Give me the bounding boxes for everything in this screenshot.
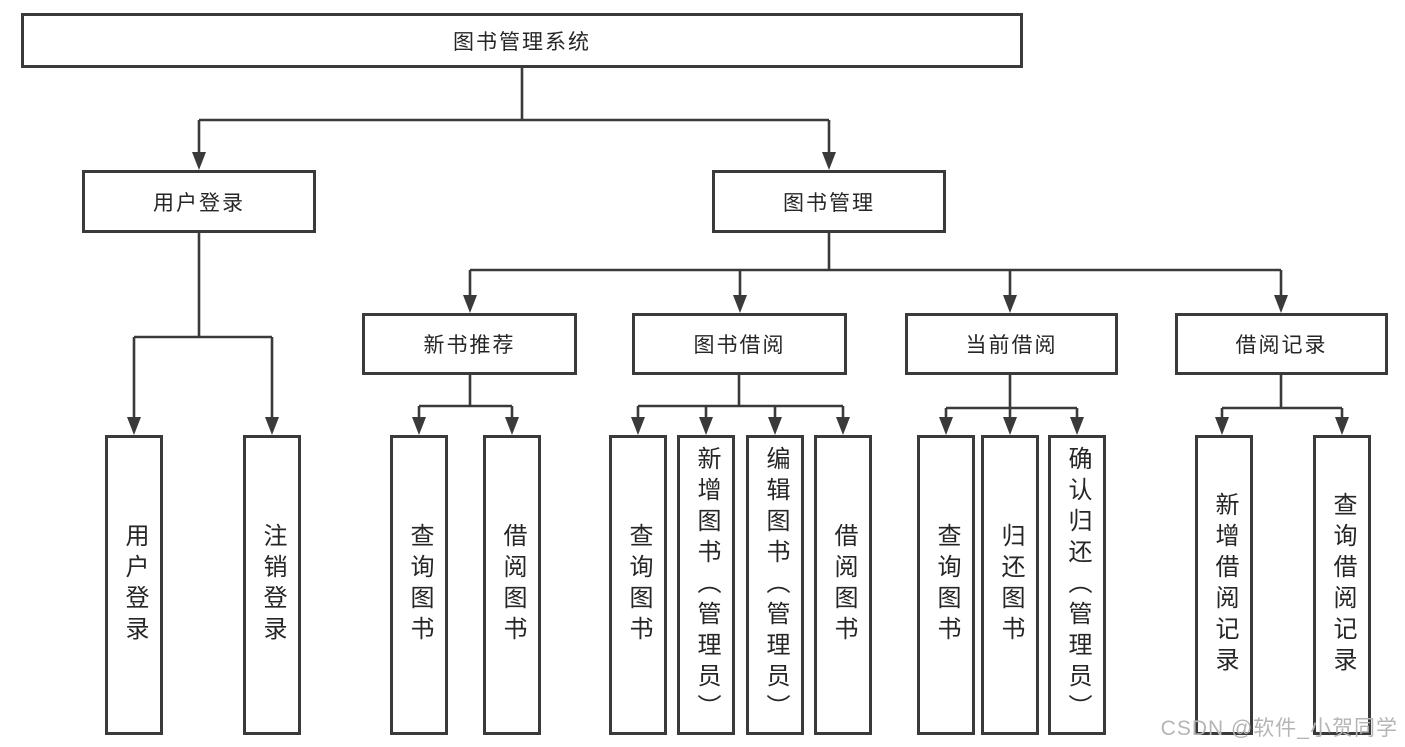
arrowhead bbox=[699, 417, 713, 435]
leaf-add-borrow-record: 新增借阅记录 bbox=[1195, 435, 1253, 735]
node-borrow-records: 借阅记录 bbox=[1175, 313, 1388, 375]
node-label: 图书管理系统 bbox=[453, 30, 591, 54]
node-book-management: 图书管理 bbox=[712, 170, 946, 233]
arrowhead bbox=[505, 417, 519, 435]
arrowhead bbox=[768, 417, 782, 435]
node-label: 查询图书 bbox=[933, 523, 960, 647]
arrowhead bbox=[822, 152, 836, 170]
arrowhead bbox=[127, 417, 141, 435]
leaf-query-books-recommend: 查询图书 bbox=[390, 435, 448, 735]
arrowhead bbox=[192, 152, 206, 170]
leaf-query-books-current: 查询图书 bbox=[917, 435, 975, 735]
node-label: 借阅图书 bbox=[499, 523, 526, 647]
leaf-logout: 注销登录 bbox=[243, 435, 301, 735]
node-label: 当前借阅 bbox=[965, 334, 1058, 357]
arrowhead bbox=[1003, 417, 1017, 435]
arrowhead bbox=[631, 417, 645, 435]
node-label: 借阅记录 bbox=[1235, 334, 1328, 357]
node-book-borrow: 图书借阅 bbox=[632, 313, 847, 375]
node-user-login: 用户登录 bbox=[82, 170, 316, 233]
node-label: 查询图书 bbox=[406, 523, 433, 647]
node-library-management-system: 图书管理系统 bbox=[21, 13, 1023, 68]
node-label: 新书推荐 bbox=[423, 334, 516, 357]
arrowhead bbox=[265, 417, 279, 435]
node-new-book-recommend: 新书推荐 bbox=[362, 313, 577, 375]
leaf-add-book-admin: 新增图书（管理员） bbox=[677, 435, 735, 735]
leaf-edit-book-admin: 编辑图书（管理员） bbox=[746, 435, 804, 735]
node-label: 注销登录 bbox=[259, 523, 286, 647]
node-label: 新增图书（管理员） bbox=[693, 445, 720, 725]
node-label: 图书管理 bbox=[783, 191, 875, 215]
arrowhead bbox=[836, 417, 850, 435]
arrowhead bbox=[1274, 295, 1288, 313]
node-label: 归还图书 bbox=[997, 523, 1024, 647]
node-label: 确认归还（管理员） bbox=[1064, 445, 1091, 725]
arrowhead bbox=[412, 417, 426, 435]
arrowhead bbox=[1003, 295, 1017, 313]
arrowhead bbox=[939, 417, 953, 435]
leaf-query-borrow-record: 查询借阅记录 bbox=[1313, 435, 1371, 735]
node-current-borrow: 当前借阅 bbox=[905, 313, 1118, 375]
watermark: CSDN @软件_小贺同学 bbox=[1160, 717, 1398, 740]
node-label: 用户登录 bbox=[153, 191, 245, 215]
node-label: 借阅图书 bbox=[830, 523, 857, 647]
node-label: 用户登录 bbox=[121, 523, 148, 647]
leaf-return-book: 归还图书 bbox=[981, 435, 1039, 735]
arrowhead bbox=[733, 295, 747, 313]
leaf-borrow-books: 借阅图书 bbox=[814, 435, 872, 735]
arrowhead bbox=[463, 295, 477, 313]
leaf-confirm-return-admin: 确认归还（管理员） bbox=[1048, 435, 1106, 735]
arrowhead bbox=[1070, 417, 1084, 435]
leaf-query-books-borrow: 查询图书 bbox=[609, 435, 667, 735]
node-label: 查询借阅记录 bbox=[1329, 492, 1356, 678]
arrowhead bbox=[1335, 417, 1349, 435]
node-label: 新增借阅记录 bbox=[1211, 492, 1238, 678]
node-label: 图书借阅 bbox=[693, 334, 786, 357]
arrowhead bbox=[1215, 417, 1229, 435]
node-label: 编辑图书（管理员） bbox=[762, 445, 789, 725]
leaf-borrow-books-recommend: 借阅图书 bbox=[483, 435, 541, 735]
node-label: 查询图书 bbox=[625, 523, 652, 647]
leaf-user-login: 用户登录 bbox=[105, 435, 163, 735]
